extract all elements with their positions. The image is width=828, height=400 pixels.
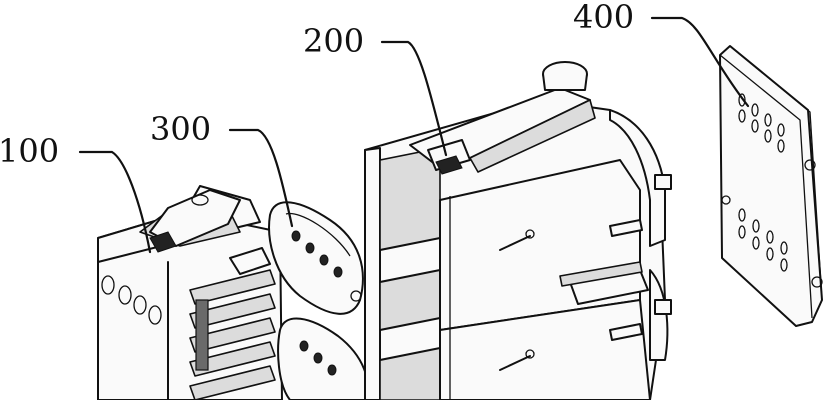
leader-line-400 [650,16,750,108]
part-100-connector [97,185,283,400]
leader-line-300 [228,128,294,228]
part-100-pin-holes [101,275,162,325]
leader-lines [78,16,750,254]
part-400-terminal-marks [738,93,788,272]
part-300-seal [268,201,369,400]
part-400-cover-plate [719,45,823,327]
label-100: 100 [0,132,59,170]
leader-line-100 [78,150,152,254]
part-100-ribs [189,269,276,400]
label-400: 400 [573,0,634,36]
label-300: 300 [150,110,211,148]
part-200-housing [364,61,672,400]
part-300-holes [291,230,343,278]
label-200: 200 [303,22,364,60]
leader-line-200 [380,40,448,157]
